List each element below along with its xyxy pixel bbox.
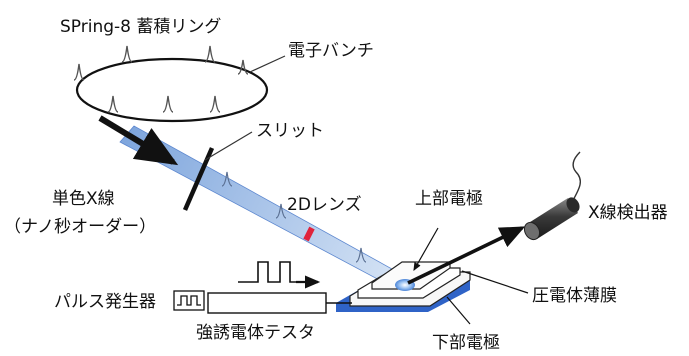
bunch-peak	[209, 95, 221, 113]
pulse-train	[238, 261, 297, 283]
pulse-generator-symbol	[177, 295, 201, 306]
ferroelectric-tester-box	[207, 292, 327, 314]
label-2d-lens: 2Dレンズ	[287, 195, 362, 215]
bunch-peak	[204, 45, 216, 63]
detector-back	[566, 197, 580, 213]
label-electron-bunch: 電子バンチ	[288, 41, 374, 61]
storage-ring	[75, 57, 269, 123]
bunch-peak	[73, 63, 85, 81]
detector-face	[523, 221, 541, 241]
lens-2d	[303, 226, 315, 242]
bunch-peak	[107, 95, 119, 113]
piezo-film-leader	[461, 270, 529, 294]
label-nanosecond-order: （ナノ秒オーダー）	[4, 217, 156, 237]
detector-cable	[571, 151, 582, 203]
beam-pulse	[355, 247, 367, 263]
label-storage-ring: SPring-8 蓄積リング	[60, 17, 221, 37]
xray-detector	[523, 151, 582, 241]
xray-beam	[119, 125, 411, 292]
label-xray-detector: X線検出器	[588, 203, 668, 223]
beam-pulse	[275, 203, 287, 219]
detector-body	[527, 198, 578, 239]
lower-electrode-leader	[446, 296, 471, 325]
bunch-peak	[162, 95, 174, 113]
upper-electrode-leader	[413, 227, 439, 272]
bunch-peak	[237, 59, 249, 75]
diffracted-beam	[407, 226, 526, 285]
upper-electrode-layer	[371, 261, 451, 290]
slit-leader	[204, 131, 253, 161]
bunch-leader	[249, 55, 286, 73]
beam-input-arrow	[98, 115, 179, 166]
label-slit: スリット	[256, 121, 324, 141]
label-upper-electrode: 上部電極	[415, 189, 483, 209]
electron-bunches	[73, 45, 249, 113]
pulse-generator	[173, 290, 205, 311]
label-mono-xray: 単色X線	[52, 189, 115, 209]
beam-pulses	[221, 171, 367, 263]
label-pulse-generator: パルス発生器	[54, 292, 156, 312]
label-ferroelectric-tester: 強誘電体テスタ	[196, 323, 315, 343]
bunch-peak	[121, 45, 133, 63]
beam-pulse	[221, 171, 233, 187]
label-lower-electrode: 下部電極	[432, 333, 500, 353]
pulse-generator-box	[173, 290, 205, 311]
label-piezo-film: 圧電体薄膜	[532, 286, 617, 306]
